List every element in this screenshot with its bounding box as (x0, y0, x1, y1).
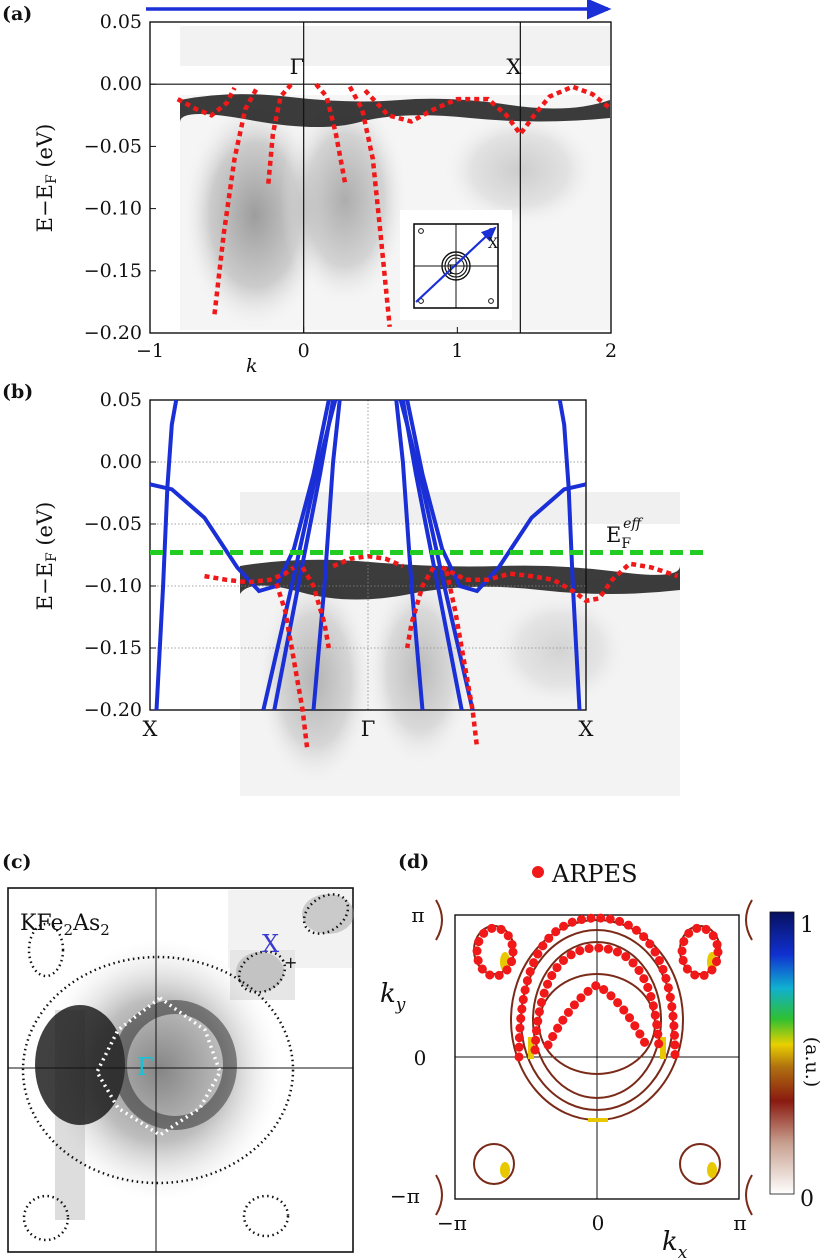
plot-a-ytick-label-3: −0.10 (84, 198, 142, 220)
plot-a-band-0 (212, 85, 260, 315)
arpes-legend-marker (532, 866, 544, 878)
map-d-ytick-neg-pi: −π (390, 1184, 420, 1208)
plot-b-band-12 (300, 566, 332, 649)
inset-gamma-label: Γ (448, 263, 457, 278)
inset-x-label: X (488, 236, 498, 252)
fermi-eff-label: EFeff (606, 516, 643, 552)
arpes-intensity-b (240, 492, 680, 796)
plot-b-ytick-label-3: −0.10 (84, 575, 142, 597)
plot-a-band-5 (363, 84, 611, 138)
plot-b-xtick-label-0: X (143, 717, 158, 741)
plot-b-ytick-label-5: −0.20 (84, 699, 142, 721)
panel-c-label: (c) (2, 851, 32, 873)
plot-a-ytick-label-4: −0.15 (84, 260, 142, 282)
plot-b-bands-red (204, 553, 679, 748)
panel-d-label: (d) (398, 851, 429, 873)
plot-b-band-0 (150, 400, 331, 594)
plot-a-xtick-label-3: 2 (605, 340, 617, 362)
plot-a-xlabel: k (246, 355, 258, 377)
plot-a-hs-label-0: Γ (290, 55, 305, 79)
map-c-x-marker: + (284, 953, 297, 972)
plot-a-xtick-label-2: 1 (451, 340, 463, 362)
plot-a-ylabel: E−EF (eV) (33, 124, 60, 233)
arpes-legend-label: ARPES (551, 860, 638, 888)
plot-a-xtick-label-1: 0 (298, 340, 310, 362)
map-d-xtick-neg-pi: −π (437, 1211, 467, 1235)
colorbar-unit-label: (a.u.) (801, 1037, 823, 1087)
plot-b-ytick-label-0: 0.05 (100, 389, 142, 411)
plot-b-band-13 (404, 566, 436, 649)
plot-b-series (150, 400, 710, 748)
inset-cut-arrow (415, 226, 497, 303)
plot-a-ytick-label-0: 0.05 (100, 11, 142, 33)
map-c-gamma-label: Γ (137, 1053, 154, 1081)
plot-a-hs-label-1: X (506, 55, 521, 79)
plot-b-band-1 (405, 400, 586, 594)
plot-b-band-10 (204, 565, 296, 585)
bz-inset: Γ X (400, 210, 512, 320)
map-d-xtick-0: 0 (592, 1211, 605, 1235)
plot-b-band-16 (441, 561, 679, 604)
fermi-map-d (434, 895, 754, 1216)
plot-b-ytick-label-2: −0.05 (84, 513, 142, 535)
plot-b-bands-blue (150, 400, 586, 710)
plot-a-band-3 (347, 85, 392, 328)
compound-label: KFe2As2 (20, 911, 110, 939)
plot-b-band-7 (400, 400, 464, 710)
colorbar-min-label: 0 (800, 1187, 814, 1212)
map-d-xtick-pi: π (733, 1211, 746, 1235)
plot-a-frame (149, 21, 612, 334)
panel-a-label: (a) (2, 3, 32, 25)
plot-b-band-14 (332, 553, 404, 569)
plot-b-band-15 (444, 570, 480, 748)
plot-b-band-9 (394, 400, 425, 710)
plot-a-xtick-label-0: −1 (136, 340, 164, 362)
plot-b-xtick-label-2: X (579, 717, 594, 741)
plot-b-band-3 (557, 400, 582, 710)
fermi-map-c (7, 887, 354, 1253)
plot-b-ylabel: E−EF (eV) (33, 502, 60, 611)
plot-b-ytick-label-4: −0.15 (84, 637, 142, 659)
plot-b-ytick-label-1: 0.00 (100, 451, 142, 473)
plot-b-band-11 (274, 582, 310, 748)
plot-a-ytick-label-5: −0.20 (84, 322, 142, 344)
panel-b-label: (b) (2, 381, 33, 403)
colorbar (769, 911, 795, 1195)
plot-b-band-6 (272, 400, 336, 710)
map-d-xlabel: kx (662, 1227, 688, 1260)
plot-a-ytick-label-2: −0.05 (84, 135, 142, 157)
map-d-ytick-0: 0 (414, 1046, 427, 1070)
plot-a-band-4 (176, 86, 237, 118)
plot-b-band-2 (154, 400, 179, 710)
map-d-ylabel: ky (380, 979, 406, 1015)
plot-a-series (176, 82, 611, 328)
colorbar-max-label: 1 (800, 913, 814, 938)
plot-b-band-8 (311, 400, 342, 710)
map-d-ytick-pi: π (411, 903, 424, 927)
plot-a-axes: Γ X 0.05 0.00 −0.05 −0.10 −0.15 −0.20−1 0 1 2 (84, 11, 617, 362)
plot-a-ytick-label-1: 0.00 (100, 73, 142, 95)
arpes-intensity-a (180, 26, 610, 333)
map-c-x-label: X (262, 930, 279, 958)
plot-b-xtick-label-1: Γ (361, 717, 376, 741)
